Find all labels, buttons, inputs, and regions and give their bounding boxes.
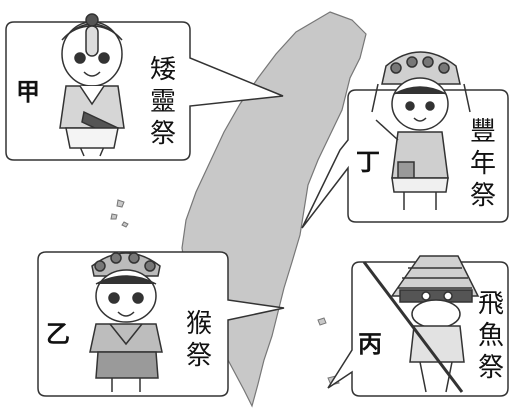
festival-char: 豐 xyxy=(470,117,496,147)
panel-tag-jia: 甲 xyxy=(16,78,40,106)
festival-char: 祭 xyxy=(478,353,504,383)
festival-char: 祭 xyxy=(150,119,176,149)
festival-char: 飛 xyxy=(478,289,504,319)
festival-char: 年 xyxy=(470,149,496,179)
panel-tag-bing: 丙 xyxy=(358,330,382,358)
festival-char: 祭 xyxy=(470,181,496,211)
festival-char: 祭 xyxy=(186,341,212,371)
festival-name-bing: 飛 魚 祭 xyxy=(478,289,504,383)
festival-char: 猴 xyxy=(186,309,212,339)
character-jia-saisiyat xyxy=(59,13,125,157)
character-yi-puyuma xyxy=(89,252,163,392)
festival-name-ding: 豐 年 祭 xyxy=(470,117,496,211)
festival-name-jia: 矮 靈 祭 xyxy=(150,55,176,149)
panel-tag-ding: 丁 xyxy=(356,148,380,176)
festival-name-yi: 猴 祭 xyxy=(186,309,212,371)
festival-char: 矮 xyxy=(150,55,176,85)
panel-tag-yi: 乙 xyxy=(46,320,70,348)
character-ding-amis xyxy=(371,51,471,210)
festival-char: 魚 xyxy=(478,321,504,351)
green-island xyxy=(317,317,327,326)
penghu-islands xyxy=(110,199,129,228)
character-bing-tao xyxy=(362,255,480,393)
festival-char: 靈 xyxy=(150,87,176,117)
